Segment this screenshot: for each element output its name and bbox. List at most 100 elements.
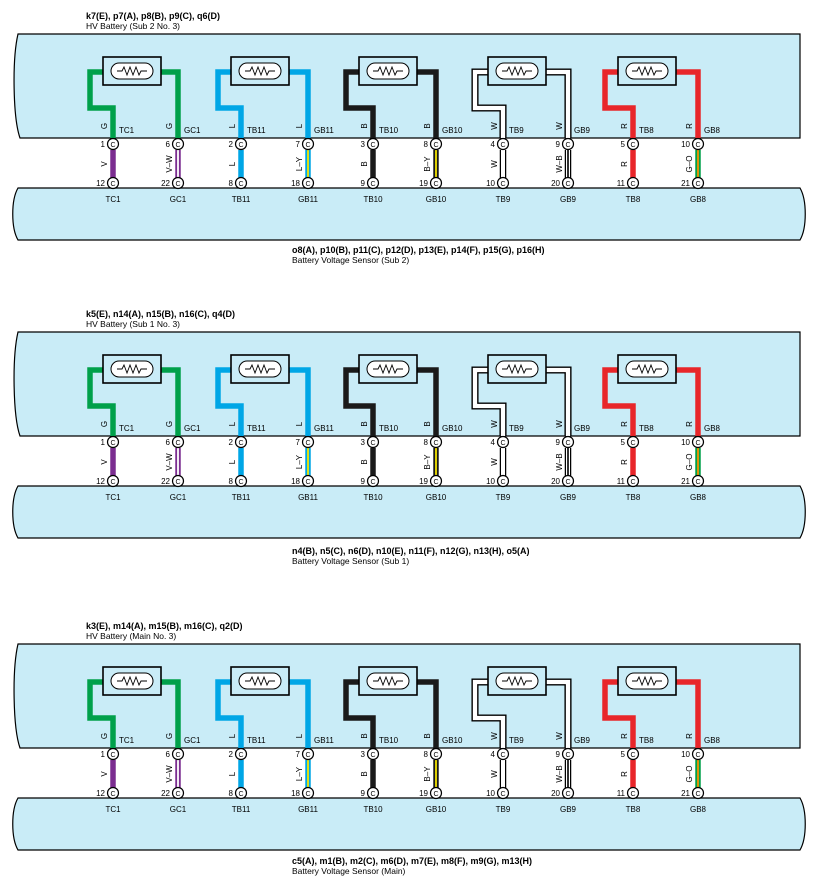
connector-letter: C <box>565 752 570 759</box>
battery-connectors: k5(E), n14(A), n15(B), n16(C), q4(D) <box>86 309 236 319</box>
connector-letter: C <box>565 791 570 798</box>
resistor-symbol <box>117 65 147 77</box>
pin-number: 12 <box>96 179 105 188</box>
terminal-label: TC1 <box>119 424 135 433</box>
connector-pin <box>496 176 510 190</box>
connector-letter: C <box>630 181 635 188</box>
fuse-element <box>625 672 669 690</box>
connector-pin <box>691 435 705 449</box>
connector-pin <box>626 474 640 488</box>
wire-color-label: W <box>490 420 499 428</box>
wire-color-label: R <box>620 123 629 129</box>
connector-pin <box>234 474 248 488</box>
pin-number: 9 <box>556 140 561 149</box>
wire-color-label: G <box>165 123 174 129</box>
hv-battery-panel <box>13 643 801 749</box>
connector-letter: C <box>370 791 375 798</box>
terminal-label: GB11 <box>314 424 334 433</box>
terminal-label: GB9 <box>574 126 591 135</box>
wire-L <box>289 367 311 436</box>
connector-pin <box>301 747 315 761</box>
wire-color-label: B–Y <box>423 156 432 172</box>
wire-color-label: V–W <box>165 155 174 173</box>
pin-number: 10 <box>681 438 690 447</box>
terminal-label: GC1 <box>184 424 201 433</box>
terminal-label: TC1 <box>105 805 121 814</box>
connector-pin <box>561 176 575 190</box>
wire-R <box>602 367 636 436</box>
terminal-label: TB10 <box>363 805 383 814</box>
connector-letter: C <box>500 791 505 798</box>
wire-color-label: W–B <box>555 765 564 782</box>
wire-color-label: W <box>555 732 564 740</box>
terminal-label: GB11 <box>314 736 334 745</box>
terminal-label: GC1 <box>170 493 187 502</box>
connector-letter: C <box>695 440 700 447</box>
connector-letter: C <box>500 752 505 759</box>
connector-letter: C <box>305 440 310 447</box>
connector-pin <box>496 435 510 449</box>
wire-color-label: V <box>100 161 109 167</box>
connector-pin <box>366 786 380 800</box>
pin-number: 10 <box>486 789 495 798</box>
connector-pin <box>429 435 443 449</box>
connector-pin <box>301 474 315 488</box>
connector-letter: C <box>110 181 115 188</box>
wire-color-label: V <box>100 459 109 465</box>
terminal-label: GC1 <box>170 195 187 204</box>
connector-letter: C <box>238 181 243 188</box>
connector-pin <box>561 747 575 761</box>
terminal-label: TC1 <box>119 126 135 135</box>
fuse-element <box>495 360 539 378</box>
terminal-label: TB11 <box>232 195 251 204</box>
terminal-label: TB8 <box>639 424 654 433</box>
connector-letter: C <box>238 142 243 149</box>
terminal-label: GB9 <box>574 424 591 433</box>
wire-G <box>87 367 116 436</box>
connector-letter: C <box>370 142 375 149</box>
fuse-element <box>625 62 669 80</box>
pin-number: 6 <box>166 140 171 149</box>
connector-pin <box>171 786 185 800</box>
pin-number: 2 <box>229 140 234 149</box>
resistor-symbol <box>245 363 275 375</box>
terminal-label: TC1 <box>119 736 135 745</box>
terminal-label: GB9 <box>560 493 577 502</box>
resistor-symbol <box>632 675 662 687</box>
connector-pin <box>626 137 640 151</box>
connector-pin <box>301 137 315 151</box>
connector-pin <box>496 474 510 488</box>
pin-number: 18 <box>291 179 300 188</box>
battery-header-2: k5(E), n14(A), n15(B), n16(C), q4(D) HV … <box>86 309 235 329</box>
wire-L <box>215 367 244 436</box>
terminal-label: TB8 <box>639 126 654 135</box>
connector-pin <box>496 137 510 151</box>
wire-color-label: W <box>490 122 499 130</box>
wire-color-label: V–W <box>165 765 174 783</box>
terminal-label: GB8 <box>690 805 707 814</box>
wire-white <box>472 69 506 138</box>
pin-number: 11 <box>617 179 626 188</box>
terminal-label: GB11 <box>314 126 334 135</box>
pin-number: 18 <box>291 477 300 486</box>
connector-letter: C <box>433 181 438 188</box>
sensor-connectors: n4(B), n5(C), n6(D), n10(E), n11(F), n12… <box>292 546 530 556</box>
pin-number: 3 <box>361 140 366 149</box>
pin-number: 9 <box>361 477 366 486</box>
connector-pin <box>366 176 380 190</box>
connector-pin <box>234 435 248 449</box>
terminal-label: GB8 <box>704 736 721 745</box>
resistor-symbol <box>373 363 403 375</box>
pin-number: 4 <box>491 438 496 447</box>
resistor-symbol <box>632 363 662 375</box>
connector-letter: C <box>630 440 635 447</box>
connector-letter: C <box>500 440 505 447</box>
resistor-symbol <box>245 65 275 77</box>
terminal-label: TB8 <box>626 493 641 502</box>
connector-pin <box>561 786 575 800</box>
connector-pin <box>171 474 185 488</box>
connector-letter: C <box>238 440 243 447</box>
resistor-symbol <box>502 675 532 687</box>
terminal-label: TC1 <box>105 195 121 204</box>
wire-R <box>676 679 701 748</box>
